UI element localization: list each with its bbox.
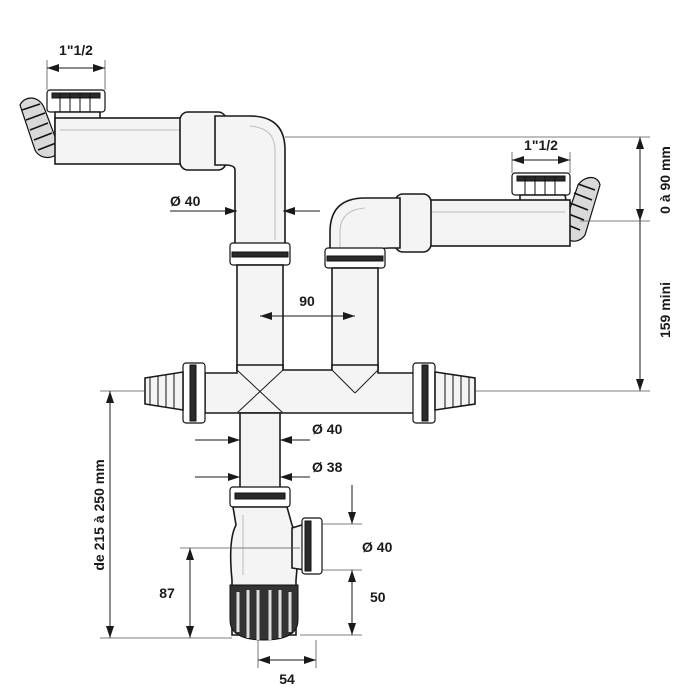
dimension-right-vertical [285,136,650,392]
label-height-min: 159 mini [657,282,673,338]
tail-pipe [229,412,291,508]
label-trap-width: 54 [279,671,295,687]
label-dia-outlet: Ø 40 [362,539,393,555]
dimension-overall-height [100,390,232,639]
label-spacing: 90 [299,293,315,309]
label-trap-height: 87 [159,585,175,601]
right-appliance-spigot [412,362,476,424]
right-vertical-pipe [324,247,386,371]
label-thread-right: 1"1/2 [524,137,558,153]
dimension-dia-top [170,207,320,215]
label-dia-tail: Ø 38 [312,459,343,475]
bottle-trap [229,506,323,641]
right-elbow [329,197,401,256]
label-outlet-height: 50 [370,589,386,605]
dimension-spacing [260,312,355,320]
collector-manifold [204,364,416,414]
dimension-dia-tail [195,473,310,481]
dimension-dia-mid [195,436,310,444]
left-elbow [214,115,286,246]
dimension-trap-width [257,640,317,668]
left-appliance-spigot [144,362,206,424]
label-height-range: 0 à 90 mm [657,146,673,214]
left-vertical-pipe [229,242,291,371]
left-horizontal-arm [54,111,227,171]
right-horizontal-arm [394,193,571,253]
dimension-trap-height [180,547,300,638]
label-dia-top: Ø 40 [170,193,201,209]
dimension-outlet-height [300,485,362,636]
label-dia-mid: Ø 40 [312,421,343,437]
label-thread-left: 1"1/2 [59,42,93,58]
dimension-thread-right [511,152,571,173]
label-overall-height: de 215 à 250 mm [91,459,107,570]
dimension-thread-left [46,60,106,90]
